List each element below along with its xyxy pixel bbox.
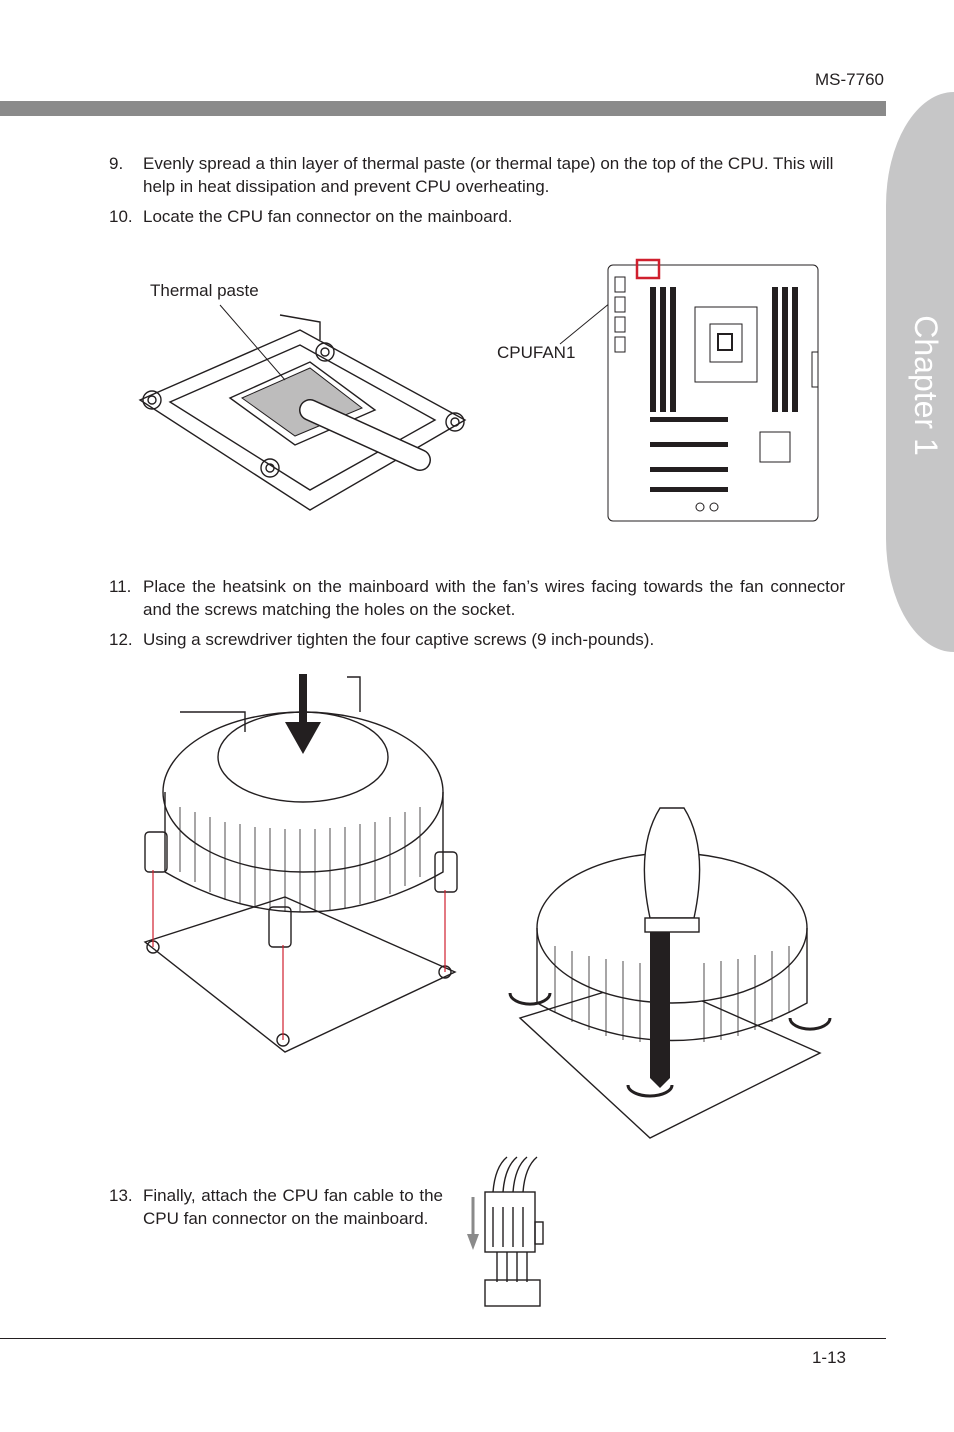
step-number: 12.: [109, 630, 133, 649]
header-bar: [0, 101, 886, 116]
step-number: 13.: [109, 1186, 133, 1205]
step-9: 9. Evenly spread a thin layer of thermal…: [109, 152, 845, 198]
step-text: Finally, attach the CPU fan cable to the…: [143, 1186, 443, 1228]
screwdriver-illustration: [508, 807, 832, 1139]
cpufan-label: CPUFAN1: [497, 343, 576, 362]
step-text: Locate the CPU fan connector on the main…: [143, 207, 513, 226]
step-text: Evenly spread a thin layer of thermal pa…: [143, 154, 834, 196]
footer-rule: [0, 1338, 886, 1339]
step-12: 12. Using a screwdriver tighten the four…: [109, 628, 845, 651]
step-number: 11.: [109, 577, 132, 596]
thermal-paste-illustration: [138, 304, 467, 511]
chapter-tab: [886, 92, 954, 652]
model-number: MS-7760: [815, 70, 884, 89]
thermal-paste-label: Thermal paste: [150, 281, 259, 300]
fan-connector-illustration: [467, 1156, 544, 1307]
step-13: 13. Finally, attach the CPU fan cable to…: [109, 1184, 443, 1230]
step-number: 10.: [109, 207, 133, 226]
step-text: Place the heatsink on the mainboard with…: [143, 577, 845, 619]
page-number: 1-13: [811, 1348, 846, 1367]
step-number: 9.: [109, 154, 124, 173]
chapter-label: Chapter 1: [907, 314, 944, 456]
cpufan1-highlight: [635, 258, 661, 280]
step-10: 10. Locate the CPU fan connector on the …: [109, 205, 845, 228]
step-text: Using a screwdriver tighten the four cap…: [143, 630, 655, 649]
step-11: 11. Place the heatsink on the mainboard …: [109, 575, 845, 621]
mainboard-diagram: [559, 258, 819, 522]
heatsink-placement-illustration: [143, 674, 458, 1053]
